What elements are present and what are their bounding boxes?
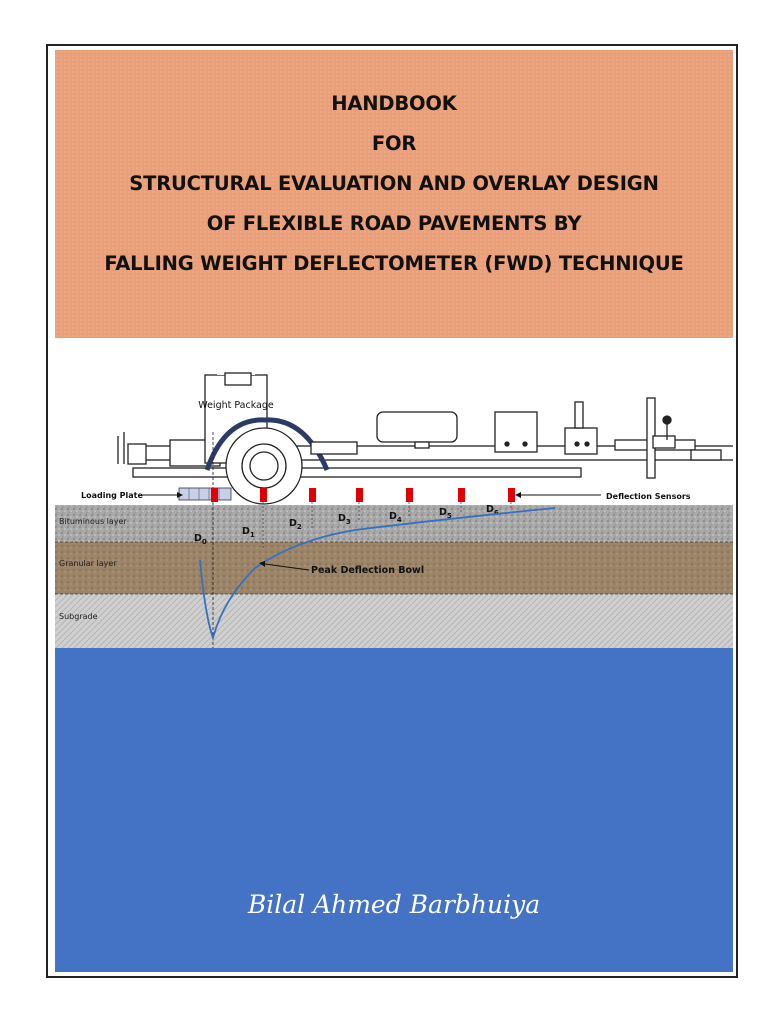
title-band: HANDBOOK FOR STRUCTURAL EVALUATION AND O… [55, 50, 733, 338]
loading-plate-label: Loading Plate [81, 491, 143, 500]
title-line-1: HANDBOOK [331, 92, 457, 115]
loading-plate [178, 487, 232, 501]
deflection-sensors [211, 488, 515, 502]
sensor-label-d6: D6 [486, 504, 499, 517]
granular-layer [55, 542, 733, 594]
title-line-4: OF FLEXIBLE ROAD PAVEMENTS BY [206, 212, 582, 235]
title-line-3: STRUCTURAL EVALUATION AND OVERLAY DESIGN [129, 172, 659, 195]
title-line-5: FALLING WEIGHT DEFLECTOMETER (FWD) TECHN… [104, 252, 684, 275]
sensor-label-d0: D0 [194, 533, 207, 546]
fwd-diagram: Weight Package Loading Plate [55, 340, 768, 648]
bituminous-layer [55, 505, 733, 542]
cover-frame [46, 44, 738, 978]
author-band: Bilal Ahmed Barbhuiya [55, 648, 733, 972]
weight-package-label: Weight Package [198, 400, 274, 411]
subgrade-label: Subgrade [59, 612, 98, 621]
sensor-d4 [406, 488, 413, 502]
title-line-2: FOR [371, 132, 417, 155]
fwd-diagram-svg: Weight Package Loading Plate [55, 372, 768, 648]
author-name: Bilal Ahmed Barbhuiya [247, 890, 541, 919]
sensor-d6 [508, 488, 515, 502]
deflection-bowl-curve [199, 507, 556, 642]
sensor-label-d2: D2 [289, 518, 302, 531]
sensor-label-d4: D4 [389, 511, 402, 524]
bituminous-layer-label: Bituminous layer [59, 517, 127, 526]
sensor-label-d1: D1 [242, 526, 255, 539]
fwd-trailer [117, 372, 768, 505]
sensor-label-d5: D5 [439, 507, 452, 520]
granular-layer-label: Granular layer [59, 559, 117, 568]
peak-bowl-label: Peak Deflection Bowl [311, 565, 424, 576]
sensor-d2 [309, 488, 316, 502]
sensor-d3 [356, 488, 363, 502]
sensor-d5 [458, 488, 465, 502]
deflection-sensors-label: Deflection Sensors [606, 492, 691, 501]
sensor-label-d3: D3 [338, 513, 351, 526]
sensor-d1 [260, 488, 267, 502]
sensor-d0 [211, 488, 218, 502]
subgrade-layer [55, 594, 733, 648]
